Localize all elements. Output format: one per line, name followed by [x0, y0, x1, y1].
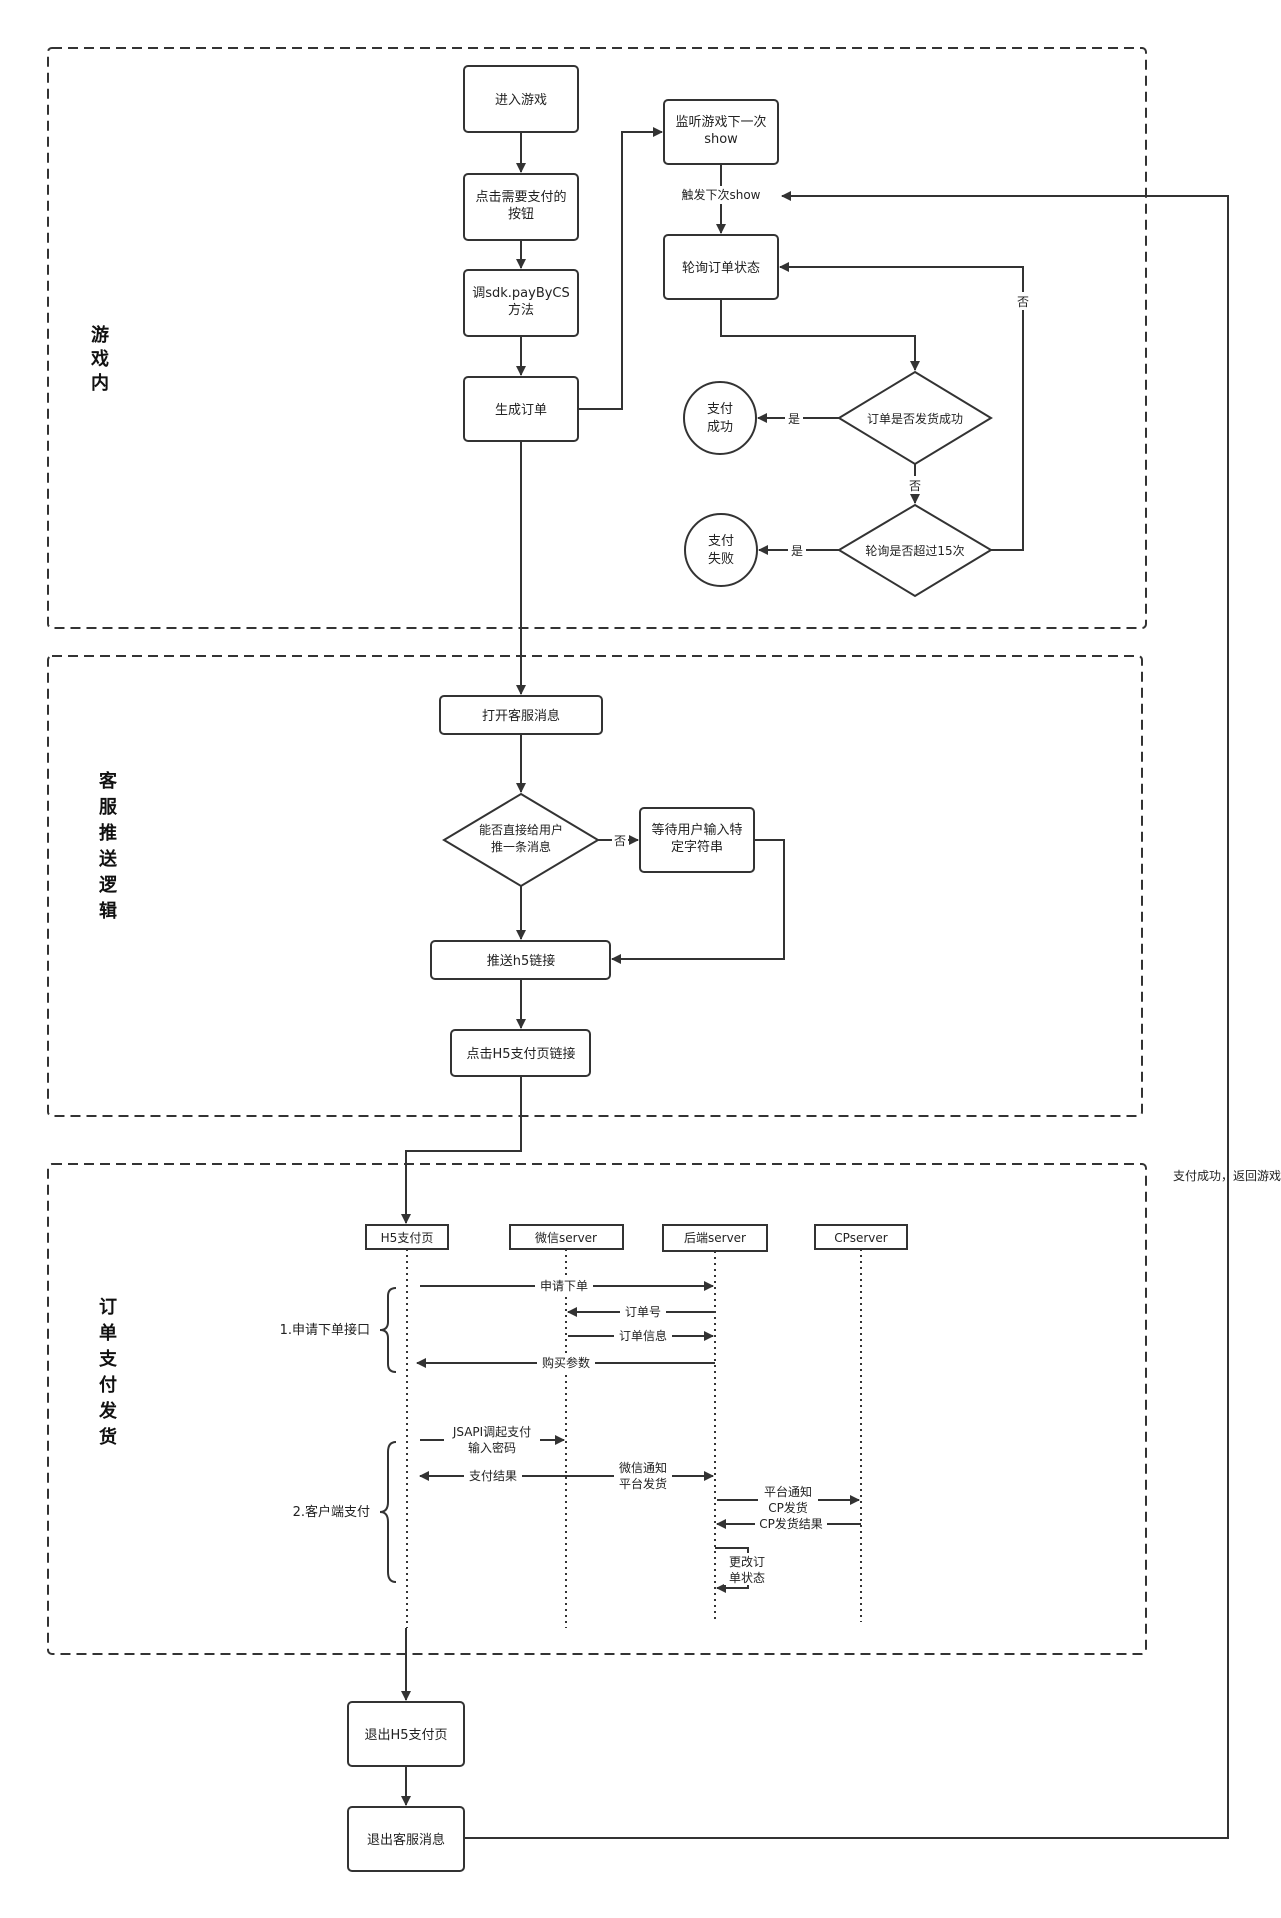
group2-bracket — [379, 1441, 397, 1583]
node-call-method-line1: 调sdk.payByCS — [472, 286, 570, 301]
section-label-customer-service: 客服推送逻辑 — [98, 770, 118, 922]
msg-pay-result-label: 支付结果 — [469, 1469, 517, 1483]
node-open-cs-message-label: 打开客服消息 — [482, 708, 560, 724]
arrow-wait-to-push — [611, 839, 785, 964]
msg-cp-result-label: CP发货结果 — [759, 1516, 823, 1531]
arrow-poll-over-no — [779, 262, 1024, 551]
node-generate-order-label: 生成订单 — [495, 403, 547, 418]
msg-wx-notify-line2: 平台发货 — [619, 1476, 667, 1491]
decision-order-delivered-label: 订单是否发货成功 — [867, 411, 963, 426]
actor-cp-server-label: CPserver — [834, 1231, 887, 1245]
section-frame-customer-service — [47, 655, 1143, 1117]
svg-text:订单支付发货: 订单支付发货 — [98, 1297, 118, 1448]
node-enter-game-label: 进入游戏 — [495, 93, 547, 108]
node-pay-success-line1: 支付 — [707, 402, 733, 417]
label-return-game: 支付成功，返回游戏 — [1173, 1169, 1281, 1183]
node-listen-show-line1: 监听游戏下一次 — [675, 114, 766, 130]
msg-wx-notify-line1: 微信通知 — [619, 1461, 667, 1475]
actor-h5-page — [365, 1224, 449, 1250]
decision-can-push-line1: 能否直接给用户 — [479, 822, 563, 837]
group2-label: 2.客户端支付 — [293, 1504, 370, 1520]
actor-wechat-server — [509, 1224, 624, 1250]
msg-buy-params-label: 购买参数 — [542, 1355, 590, 1370]
label-trigger-show: 触发下次show — [681, 187, 760, 202]
arrow-return-to-game — [464, 191, 1229, 1839]
actor-h5-page-label: H5支付页 — [381, 1231, 434, 1245]
msg-jsapi-line2: 输入密码 — [468, 1440, 516, 1455]
node-click-h5-link-label: 点击H5支付页链接 — [466, 1046, 575, 1062]
label-no-2: 否 — [1017, 295, 1029, 309]
node-click-pay-button-line2: 按钮 — [508, 207, 534, 222]
group1-bracket — [379, 1287, 397, 1373]
label-no-1: 否 — [909, 479, 921, 493]
node-push-h5-link-label: 推送h5链接 — [487, 953, 556, 969]
node-click-pay-button-line1: 点击需要支付的 — [475, 189, 566, 205]
section-frame-order-payment — [47, 1163, 1147, 1655]
section-label-order-payment: 订单支付发货 — [98, 1297, 118, 1448]
arrow-poll-to-delivered — [720, 299, 920, 371]
label-yes-1: 是 — [788, 412, 800, 426]
msg-jsapi-line1: JSAPI调起支付 — [452, 1425, 531, 1439]
node-pay-fail — [684, 513, 758, 587]
svg-text:客服推送逻辑: 客服推送逻辑 — [98, 770, 118, 922]
node-call-method-line2: 方法 — [508, 302, 534, 318]
node-exit-h5-label: 退出H5支付页 — [364, 1728, 447, 1743]
decision-poll-over-label: 轮询是否超过15次 — [865, 543, 964, 558]
decision-can-push-line2: 推一条消息 — [491, 839, 551, 854]
section-frame-in-game — [47, 47, 1147, 629]
node-wait-input-line1: 等待用户输入特 — [651, 822, 742, 838]
group1-label: 1.申请下单接口 — [280, 1322, 370, 1338]
actor-cp-server — [814, 1224, 908, 1250]
label-no-3: 否 — [614, 834, 626, 848]
node-pay-success-line2: 成功 — [707, 420, 733, 435]
node-pay-success — [683, 381, 757, 455]
msg-order-info-label: 订单信息 — [619, 1328, 667, 1343]
msg-platform-notify-line1: 平台通知 — [764, 1484, 812, 1499]
node-pay-fail-line2: 失败 — [708, 552, 734, 567]
section-label-in-game: 游戏内 — [90, 324, 109, 394]
actor-wechat-server-label: 微信server — [535, 1231, 597, 1245]
actor-backend-server — [662, 1224, 768, 1252]
msg-update-status-line1: 更改订 — [729, 1555, 765, 1569]
arrow-click-to-h5-page — [401, 1076, 522, 1224]
arrow-generate-to-listen — [578, 127, 663, 410]
msg-order-no-label: 订单号 — [625, 1305, 661, 1319]
label-yes-2: 是 — [791, 544, 803, 558]
node-pay-fail-line1: 支付 — [708, 534, 734, 549]
actor-backend-server-label: 后端server — [684, 1231, 746, 1245]
node-listen-show-line2: show — [704, 132, 738, 147]
msg-update-status-line2: 单状态 — [729, 1571, 765, 1585]
node-poll-status-label: 轮询订单状态 — [682, 261, 760, 276]
msg-platform-notify-line2: CP发货 — [768, 1500, 808, 1515]
node-wait-input-line2: 定字符串 — [671, 839, 723, 855]
decision-poll-over — [837, 503, 993, 598]
node-exit-cs-label: 退出客服消息 — [367, 1832, 445, 1848]
svg-text:游戏内: 游戏内 — [90, 324, 109, 394]
msg-apply-order-label: 申请下单 — [540, 1279, 588, 1293]
